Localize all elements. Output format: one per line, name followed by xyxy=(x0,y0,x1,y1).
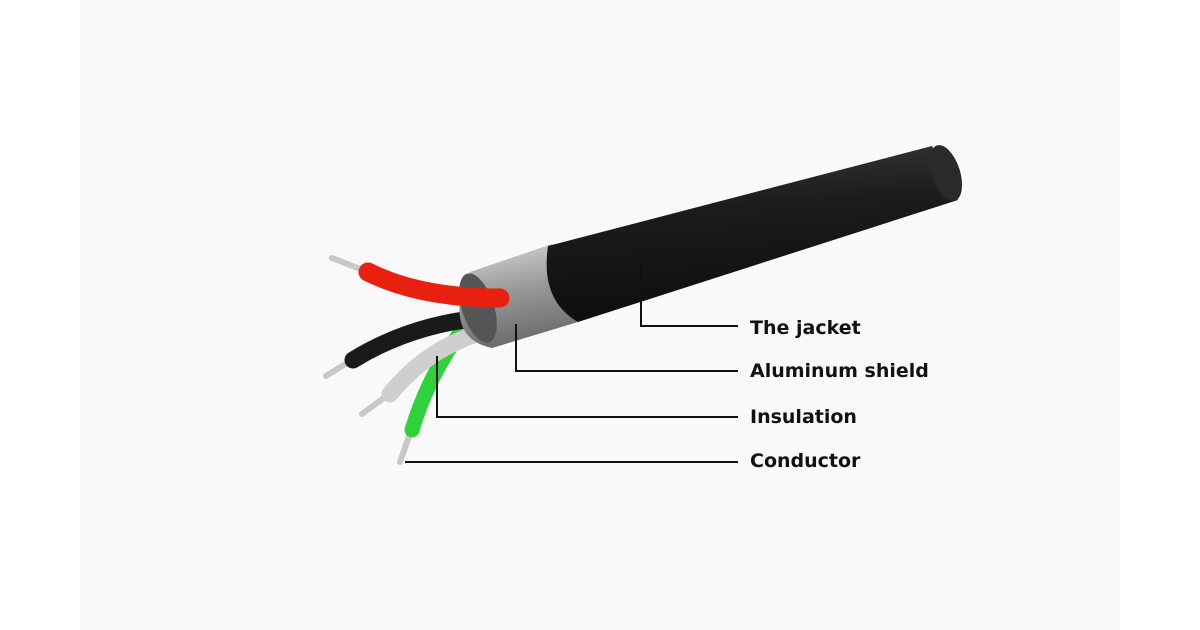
jacket xyxy=(546,146,958,322)
leader-lines xyxy=(405,262,738,463)
background-panel xyxy=(80,0,1120,630)
red-wire xyxy=(358,262,510,308)
jacket-end xyxy=(929,145,963,201)
label-jacket: The jacket xyxy=(750,317,861,339)
label-aluminum-shield: Aluminum shield xyxy=(750,360,929,382)
label-insulation: Insulation xyxy=(750,406,857,428)
label-conductor: Conductor xyxy=(750,450,861,472)
